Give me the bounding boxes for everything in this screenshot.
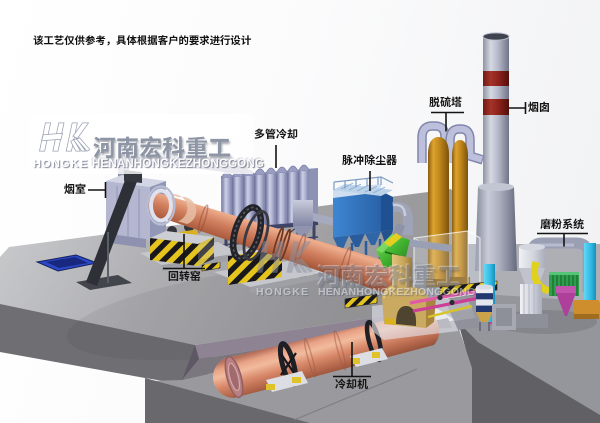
- hazard-block-front: [150, 238, 198, 266]
- leader-chimney: [509, 102, 527, 114]
- leader-smoke-chamber: [88, 182, 107, 198]
- watermark-hongke-text: HONGKE: [256, 286, 310, 298]
- purple-hopper: [556, 286, 576, 316]
- label-grinding-system: 磨粉系统: [540, 216, 584, 232]
- grinding-system: [492, 237, 599, 334]
- apron-step-edge: [293, 368, 418, 421]
- leader-rotary-kiln: [163, 234, 205, 270]
- leader-cooling-machine: [333, 342, 371, 378]
- platform-right-front-face: [458, 322, 600, 423]
- kiln-support-station: [140, 222, 240, 271]
- kiln-flange-band: [170, 194, 197, 224]
- leader-desulfurization: [431, 111, 464, 132]
- end-face-ring: [227, 362, 241, 392]
- inclined-conveyor: [86, 175, 138, 286]
- label-smoke-chamber: 烟室: [64, 181, 86, 197]
- watermark-box: HONGKE 河南宏科重工 HENANHONGKEZHONGGONG: [30, 114, 264, 174]
- chimney-red-band: [483, 99, 509, 115]
- smoke-chamber-skirt: [110, 234, 146, 248]
- collector-body-side: [381, 191, 393, 232]
- cooler-tube: [286, 165, 300, 223]
- disclaimer-note: 该工艺仅供参考，具体根据客户的要求进行设计: [33, 32, 252, 47]
- watermark-brand-cn: 河南宏科重工: [317, 257, 461, 292]
- collector-railing: [333, 176, 394, 190]
- watermark-hongke-text: HONGKE: [33, 158, 89, 170]
- cooler-tube: [275, 166, 289, 224]
- platform-fore-front-face: [145, 378, 310, 423]
- watermark-brand-en: HENANHONGKEZHONGGONG: [92, 158, 265, 170]
- conveyor-slot: [76, 275, 132, 290]
- chimney-red-band: [483, 71, 509, 86]
- yellow-pipe: [531, 261, 551, 295]
- tower-u-pipe: [445, 124, 485, 165]
- collector-body-front: [333, 191, 381, 238]
- watermark-brand-en: HENANHONGKEZHONGGONG: [318, 286, 476, 298]
- powder-classifier: [514, 284, 548, 328]
- hazard-block-top: [150, 231, 214, 244]
- trench-left-wall: [182, 345, 199, 380]
- feed-pit-and-conveyor: [35, 170, 142, 290]
- label-pulse-dust-collector: 脉冲除尘器: [342, 152, 397, 168]
- watermark-center: HONGKE 河南宏科重工 HENANHONGKEZHONGGONG: [255, 234, 475, 300]
- pulse-dust-collector: [333, 176, 413, 264]
- feed-pit-inner: [46, 257, 88, 268]
- cooler-tube: [264, 167, 278, 225]
- foundation-edge: [250, 271, 332, 293]
- aux-cabinet-panel: [496, 308, 512, 326]
- kiln-girth-gear: [229, 204, 270, 262]
- cooling-support-band: [266, 341, 308, 392]
- desulfurization-tower: [450, 140, 470, 285]
- elbow-highlight: [392, 203, 407, 217]
- striped-slurry-tank: [476, 284, 493, 331]
- chimney-base: [475, 187, 517, 271]
- hongke-logo: [256, 241, 313, 273]
- cooler-tube: [297, 164, 311, 222]
- kiln-head-green-machine: [376, 233, 410, 268]
- kiln-head-area: [372, 223, 494, 340]
- label-desulfurization-tower: 脱硫塔: [429, 94, 462, 110]
- trench-back-wall: [195, 313, 407, 359]
- cooler-tube: [253, 168, 267, 226]
- chimney-base-ring: [478, 183, 514, 191]
- hazard-wall: [344, 293, 378, 309]
- leader-grinding-system: [537, 232, 588, 247]
- watermark-brand-cn: 河南宏科重工: [93, 129, 231, 163]
- tower-u-pipe: [417, 121, 450, 163]
- chimney-top-opening: [482, 32, 510, 41]
- kiln-head-hood: [382, 285, 436, 328]
- collector-to-head-duct: [406, 239, 452, 252]
- chimney: [475, 32, 517, 271]
- hongke-logo: [39, 122, 90, 152]
- label-chimney: 烟囱: [528, 99, 550, 115]
- cooler-to-collector-duct: [313, 213, 334, 226]
- label-rotary-kiln: 回转窑: [168, 268, 201, 284]
- cooler-ring-seams: [303, 330, 347, 378]
- cyan-column: [584, 243, 596, 310]
- cooling-support-band: [350, 319, 388, 367]
- cooler-outlet: [293, 200, 334, 238]
- label-multi-tube-cooler: 多管冷却: [254, 126, 298, 142]
- chimney-foot-equipment: [476, 264, 495, 331]
- tan-discharge-machine: [574, 300, 599, 319]
- collector-plenum-top: [333, 184, 393, 196]
- kiln-inlet-flange-ring: [146, 185, 176, 226]
- hazard-block-side: [198, 237, 214, 266]
- platform-front-face: [0, 304, 212, 388]
- plenum-grid: [340, 182, 386, 194]
- label-cooling-machine: 冷却机: [335, 376, 368, 392]
